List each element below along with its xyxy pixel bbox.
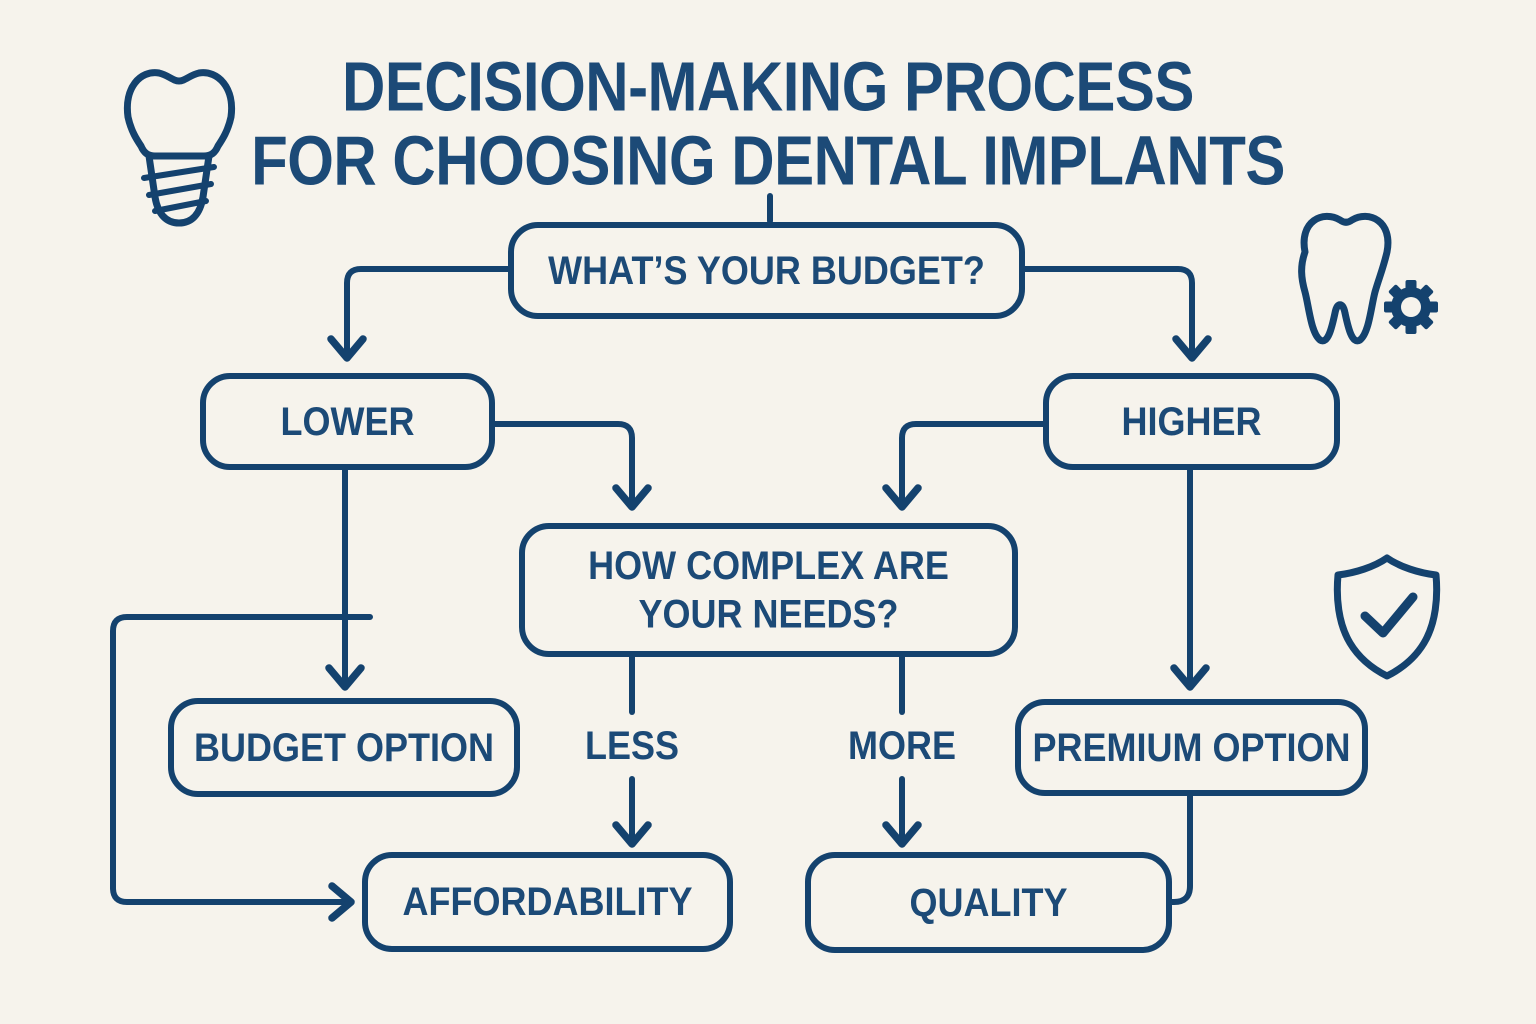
node-budget-option-label: BUDGET OPTION [193, 724, 494, 770]
node-higher: HIGHER [1043, 373, 1340, 470]
edge-budget-option-to-affordability [110, 614, 373, 922]
tooth-icon [1298, 212, 1392, 345]
page-title: DECISION-MAKING PROCESS FOR CHOOSING DEN… [140, 47, 1396, 200]
edge-budget-to-higher [1022, 266, 1212, 362]
node-lower: LOWER [200, 373, 495, 470]
edge-less-to-affordability [612, 776, 652, 848]
node-lower-label: LOWER [280, 398, 415, 444]
shield-check-icon [1333, 554, 1441, 680]
edge-lower-to-budget-option [325, 467, 365, 691]
tooth-gear-icon [1298, 212, 1438, 345]
title-line-1: DECISION-MAKING PROCESS [342, 47, 1194, 126]
node-affordability-label: AFFORDABILITY [402, 878, 693, 924]
node-budget-question: WHAT’S YOUR BUDGET? [508, 222, 1025, 319]
edge-budget-to-lower [327, 266, 511, 362]
node-affordability: AFFORDABILITY [362, 852, 733, 952]
node-more-label: MORE [848, 722, 956, 768]
edge-higher-to-complexity [882, 421, 1046, 511]
node-quality-label: QUALITY [909, 879, 1068, 925]
edge-lower-to-complexity [492, 421, 652, 511]
node-premium-option: PREMIUM OPTION [1015, 699, 1368, 796]
gear-icon [1384, 280, 1438, 334]
node-quality: QUALITY [805, 852, 1172, 953]
edge-more-to-quality [882, 776, 922, 848]
node-complexity-question: HOW COMPLEX ARE YOUR NEEDS? [519, 523, 1018, 657]
node-budget-question-label: WHAT’S YOUR BUDGET? [548, 247, 985, 293]
edge-higher-to-premium-option [1170, 467, 1210, 691]
node-higher-label: HIGHER [1121, 398, 1262, 444]
node-premium-option-label: PREMIUM OPTION [1032, 724, 1351, 770]
node-less: LESS [572, 716, 692, 776]
title-line-2: FOR CHOOSING DENTAL IMPLANTS [251, 121, 1285, 200]
node-less-label: LESS [584, 722, 680, 768]
dental-implant-icon [123, 69, 236, 227]
node-budget-option: BUDGET OPTION [168, 698, 520, 797]
node-more: MORE [842, 716, 962, 776]
edge-premium-option-to-quality [1166, 793, 1193, 905]
node-complexity-question-label: HOW COMPLEX ARE YOUR NEEDS? [588, 542, 949, 637]
